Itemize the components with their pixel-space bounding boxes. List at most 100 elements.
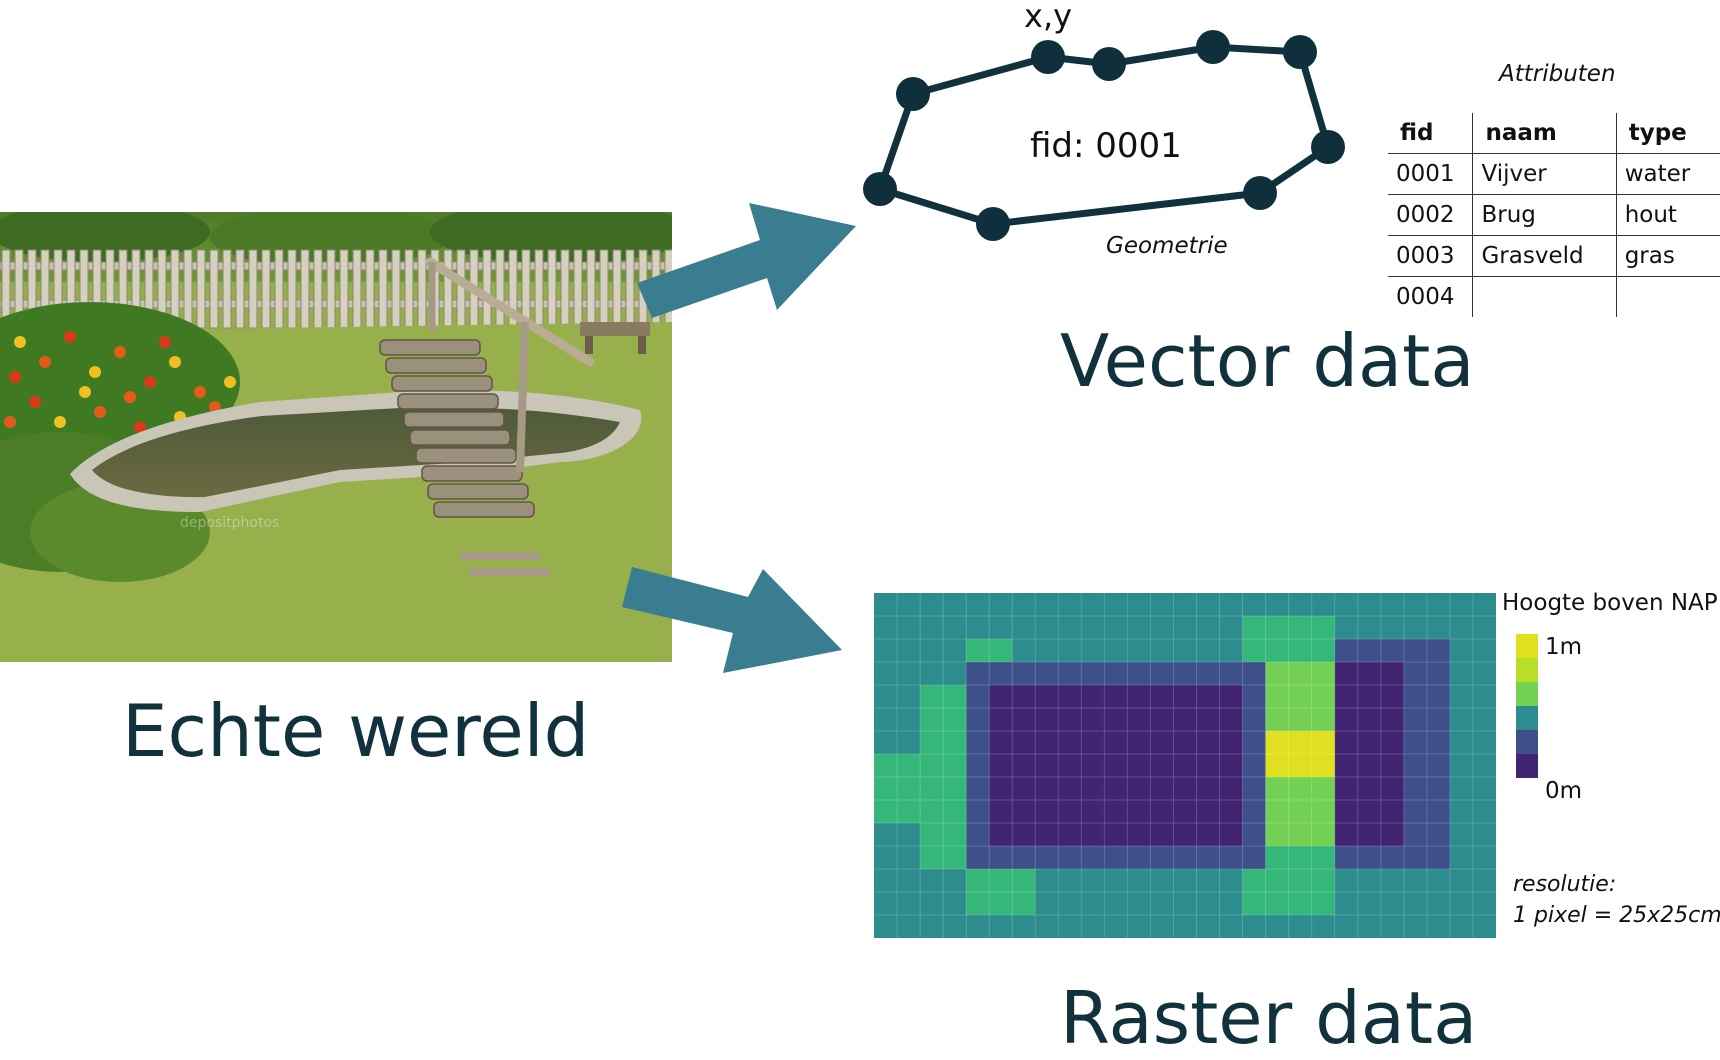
raster-pixel — [1035, 731, 1059, 755]
raster-pixel — [1265, 800, 1289, 824]
raster-pixel — [897, 708, 921, 732]
raster-pixel — [1472, 869, 1496, 893]
raster-pixel — [1472, 754, 1496, 778]
raster-pixel — [920, 616, 944, 640]
raster-pixel — [1403, 754, 1428, 778]
raster-pixel — [1265, 777, 1289, 801]
raster-pixel — [1426, 616, 1451, 640]
raster-pixel — [897, 616, 921, 640]
legend-title: Hoogte boven NAP — [1502, 590, 1718, 616]
raster-pixel — [1219, 846, 1243, 870]
legend-color-swatch — [1516, 682, 1538, 706]
raster-pixel — [1334, 777, 1358, 801]
raster-pixel — [1035, 915, 1059, 938]
raster-pixel — [1012, 800, 1036, 824]
raster-pixel — [1265, 708, 1289, 732]
raster-pixel — [1334, 869, 1358, 893]
raster-pixel — [1449, 731, 1474, 755]
raster-pixel — [1127, 869, 1151, 893]
raster-pixel — [1150, 754, 1174, 778]
raster-pixel — [1357, 800, 1382, 824]
raster-pixel — [1219, 777, 1243, 801]
raster-pixel — [1058, 639, 1082, 663]
raster-pixel — [1334, 892, 1358, 916]
raster-pixel — [1403, 685, 1428, 709]
raster-pixel — [943, 639, 967, 663]
cell-fid: 0003 — [1388, 235, 1473, 277]
raster-pixel — [1357, 639, 1382, 663]
geometry-label: Geometrie — [1106, 233, 1228, 259]
raster-pixel — [1127, 639, 1151, 663]
raster-pixel — [1219, 708, 1243, 732]
resolution-value: 1 pixel = 25x25cm — [1513, 903, 1720, 928]
raster-pixel — [1242, 823, 1266, 847]
raster-pixel — [1035, 616, 1059, 640]
raster-pixel — [1449, 662, 1474, 686]
cell-naam: Grasveld — [1472, 235, 1617, 277]
raster-pixel — [1380, 685, 1405, 709]
raster-pixel — [874, 823, 898, 847]
raster-pixel — [1150, 823, 1174, 847]
raster-pixel — [989, 846, 1013, 870]
raster-pixel — [1242, 593, 1266, 617]
raster-pixel — [1357, 777, 1382, 801]
raster-pixel — [1357, 593, 1382, 617]
raster-pixel — [1242, 777, 1266, 801]
raster-pixel — [1219, 800, 1243, 824]
raster-pixel — [943, 662, 967, 686]
raster-pixel — [1150, 915, 1174, 938]
raster-pixel — [874, 639, 898, 663]
raster-pixel — [989, 639, 1013, 663]
raster-pixel — [966, 685, 990, 709]
raster-pixel — [1219, 685, 1243, 709]
raster-pixel — [989, 800, 1013, 824]
raster-pixel — [897, 639, 921, 663]
raster-pixel — [920, 754, 944, 778]
raster-pixel — [1058, 708, 1082, 732]
raster-pixel — [1104, 685, 1128, 709]
raster-pixel — [1219, 616, 1243, 640]
raster-pixel — [874, 616, 898, 640]
raster-pixel — [1403, 662, 1428, 686]
raster-pixel — [1242, 639, 1266, 663]
raster-pixel — [1357, 754, 1382, 778]
raster-pixel — [1449, 846, 1474, 870]
raster-pixel — [1334, 639, 1358, 663]
legend-max-label: 1m — [1545, 634, 1583, 660]
raster-pixel — [966, 823, 990, 847]
raster-pixel — [1449, 754, 1474, 778]
raster-pixel — [1357, 708, 1382, 732]
vertex-point — [1196, 30, 1230, 64]
raster-pixel — [897, 892, 921, 916]
raster-pixel — [1357, 846, 1382, 870]
raster-pixel — [1196, 731, 1220, 755]
raster-pixel — [920, 731, 944, 755]
raster-pixel — [1012, 754, 1036, 778]
raster-pixel — [1311, 869, 1335, 893]
raster-pixel — [1334, 800, 1358, 824]
legend-min-label: 0m — [1545, 778, 1583, 804]
raster-pixel — [920, 800, 944, 824]
raster-pixel — [1311, 800, 1335, 824]
raster-pixel — [1058, 915, 1082, 938]
raster-grid — [874, 593, 1496, 938]
cell-fid: 0001 — [1388, 153, 1473, 195]
raster-pixel — [1288, 662, 1312, 686]
cell-fid: 0004 — [1388, 276, 1473, 317]
raster-pixel — [966, 869, 990, 893]
raster-pixel — [1265, 915, 1289, 938]
raster-pixel — [1426, 593, 1451, 617]
raster-pixel — [1104, 869, 1128, 893]
raster-pixel — [1012, 662, 1036, 686]
raster-pixel — [1334, 662, 1358, 686]
raster-pixel — [1403, 915, 1428, 938]
raster-pixel — [1173, 823, 1197, 847]
raster-pixel — [1058, 846, 1082, 870]
raster-pixel — [1426, 639, 1451, 663]
raster-pixel — [1403, 869, 1428, 893]
cell-type — [1615, 276, 1720, 317]
raster-pixel — [1104, 639, 1128, 663]
vertex-point — [976, 207, 1010, 241]
raster-pixel — [1311, 823, 1335, 847]
raster-pixel — [1380, 662, 1405, 686]
